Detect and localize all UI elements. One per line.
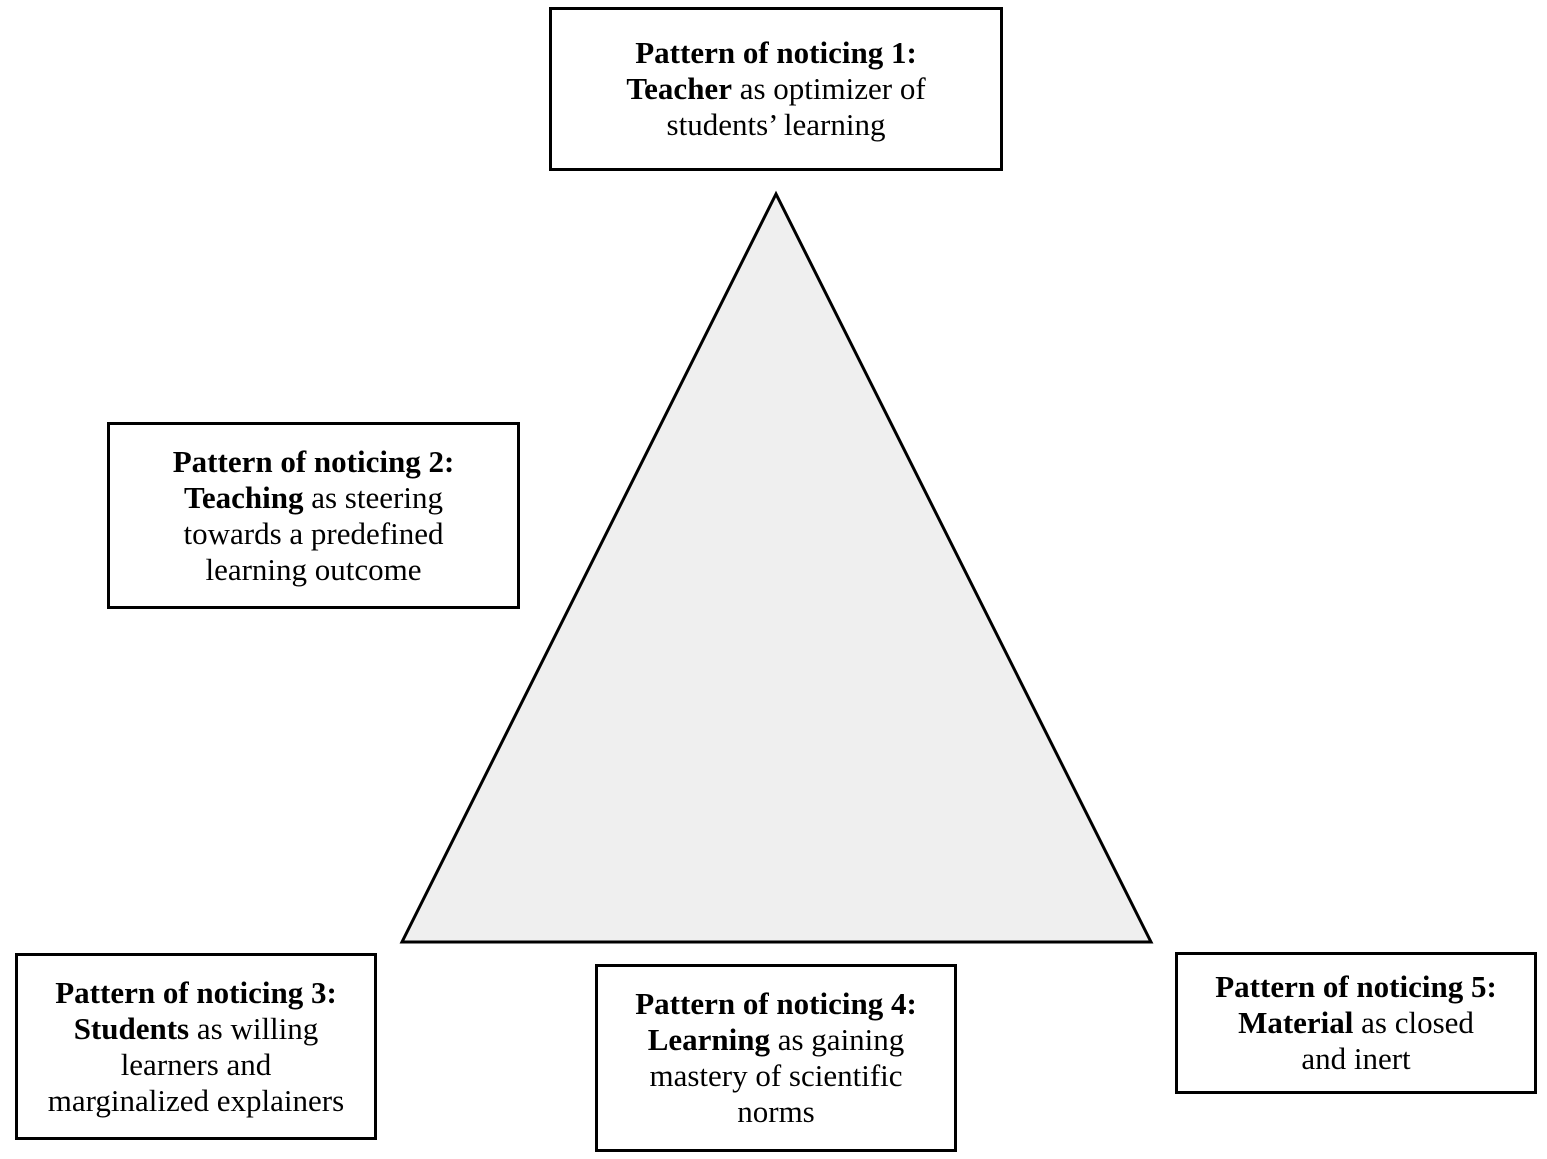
pattern-4-title: Pattern of noticing 4: (635, 986, 917, 1021)
pattern-1-keyword: Teacher (626, 71, 732, 106)
pattern-2-keyword-line: Teaching as steering (184, 480, 443, 516)
pattern-3-keyword-line: Students as willing (74, 1011, 319, 1047)
pattern-box-3: Pattern of noticing 3: Students as willi… (15, 953, 377, 1140)
pattern-4-keyword-line: Learning as gaining (648, 1022, 905, 1058)
pattern-2-line-2: learning outcome (205, 551, 422, 587)
pattern-2-rest: as steering (303, 479, 443, 515)
pattern-4-line-1: mastery of scientific (649, 1058, 903, 1093)
pattern-4-rest: as gaining (769, 1022, 905, 1057)
pattern-2-keyword: Teaching (184, 479, 304, 515)
pattern-5-line-1: and inert (1301, 1041, 1411, 1076)
pattern-3-line-2: marginalized explainers (47, 1082, 345, 1118)
pattern-1-line-1: students’ learning (666, 107, 886, 142)
pattern-1-keyword-line: Teacher as optimizer of (626, 71, 925, 107)
pattern-5-rest: as closed (1353, 1005, 1474, 1040)
pattern-2-line-1: towards a predefined (183, 515, 444, 551)
pattern-1-rest: as optimizer of (731, 71, 926, 106)
pattern-3-title: Pattern of noticing 3: (55, 974, 337, 1010)
pattern-box-5: Pattern of noticing 5: Material as close… (1175, 952, 1537, 1094)
pattern-3-keyword: Students (73, 1010, 190, 1046)
pattern-1-title: Pattern of noticing 1: (635, 35, 917, 70)
pattern-4-keyword: Learning (647, 1022, 770, 1057)
pattern-2-title: Pattern of noticing 2: (172, 443, 455, 479)
pattern-box-1: Pattern of noticing 1: Teacher as optimi… (549, 7, 1003, 171)
pattern-5-keyword: Material (1238, 1005, 1354, 1040)
pattern-5-title: Pattern of noticing 5: (1215, 969, 1497, 1004)
triangle-shape (399, 190, 1154, 944)
pattern-3-rest: as willing (189, 1010, 319, 1046)
pattern-5-keyword-line: Material as closed (1238, 1005, 1474, 1041)
pattern-box-2: Pattern of noticing 2: Teaching as steer… (107, 422, 520, 609)
pattern-box-4: Pattern of noticing 4: Learning as gaini… (595, 964, 957, 1152)
pattern-3-line-1: learners and (120, 1046, 272, 1082)
pattern-4-line-2: norms (737, 1094, 815, 1129)
